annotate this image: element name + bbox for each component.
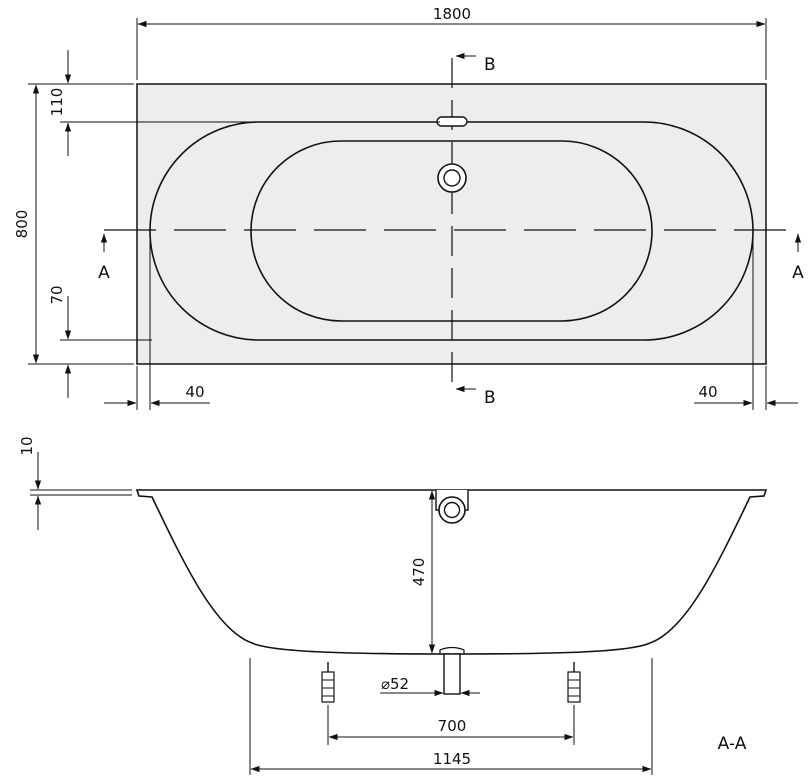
overflow-slot — [436, 116, 468, 127]
section-b-top-label: B — [484, 55, 496, 75]
rim-top-offset-label: 110 — [48, 88, 66, 117]
overflow-outer-ring — [438, 496, 466, 524]
bottom-length-label: 1145 — [433, 750, 471, 768]
drain-pipe — [443, 653, 461, 695]
length-dimension-label: 1800 — [433, 5, 471, 23]
top-view: 1800 800 110 70 40 40 A A — [13, 5, 804, 410]
rim-thickness-label: 10 — [18, 436, 36, 455]
depth-dimension-label: 470 — [410, 558, 428, 587]
overflow-inner-ring — [443, 501, 461, 519]
foot-left — [321, 662, 335, 703]
section-view: 10 470 ⌀52 700 1145 A-A — [18, 436, 768, 775]
section-aa-label: A-A — [718, 734, 747, 754]
rim-bottom-offset-label: 70 — [48, 285, 66, 304]
drain-diameter-label: ⌀52 — [381, 675, 409, 693]
section-a-left-label: A — [98, 263, 110, 283]
width-dimension-label: 800 — [13, 210, 31, 239]
right-offset-label: 40 — [698, 383, 717, 401]
drain-inner-ring — [443, 169, 461, 187]
section-b-bottom-label: B — [484, 388, 496, 408]
foot-right — [567, 662, 581, 703]
left-offset-label: 40 — [185, 383, 204, 401]
section-a-right-label: A — [792, 263, 804, 283]
feet-spacing-label: 700 — [438, 717, 467, 735]
drain-outer-ring — [437, 163, 467, 193]
